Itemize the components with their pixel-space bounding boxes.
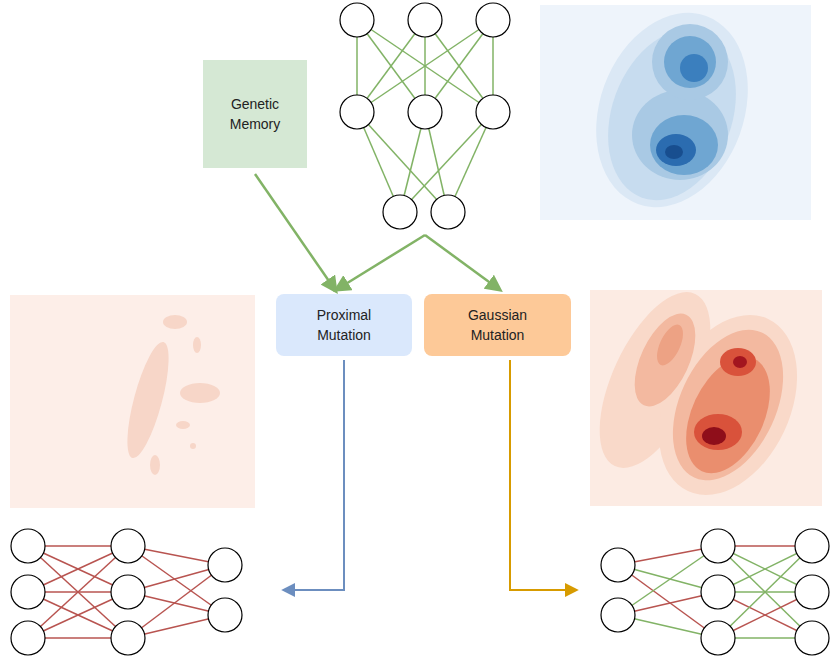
network-neuron <box>340 95 374 129</box>
network-weight <box>618 565 718 638</box>
network-neuron <box>408 95 442 129</box>
network-neuron <box>111 575 145 609</box>
network-neuron <box>476 3 510 37</box>
node-label: Genetic Memory <box>213 94 297 134</box>
network-neuron <box>111 529 145 563</box>
proximal-output-arrow <box>284 360 344 590</box>
network <box>340 3 510 229</box>
network-neuron <box>383 195 417 229</box>
gaussian-output-arrow <box>510 360 576 590</box>
network <box>11 529 242 655</box>
network-neuron <box>795 529 829 563</box>
network-neuron <box>11 575 45 609</box>
network-neuron <box>601 598 635 632</box>
network-neuron <box>431 195 465 229</box>
node-label: Gaussian Mutation <box>448 305 547 345</box>
node-label: Proximal Mutation <box>298 305 390 345</box>
network-neuron <box>208 548 242 582</box>
network-neuron <box>111 621 145 655</box>
faint-density-plot <box>10 295 255 508</box>
network-neuron <box>601 548 635 582</box>
process-box: Gaussian Mutation <box>424 294 571 356</box>
network-neuron <box>701 575 735 609</box>
network-neuron <box>208 598 242 632</box>
blue-density-plot <box>540 0 811 229</box>
network-neuron <box>795 575 829 609</box>
network-to-gaussian-arrow <box>425 235 500 290</box>
network-neuron <box>476 95 510 129</box>
network-neuron <box>11 621 45 655</box>
network-neuron <box>408 3 442 37</box>
neural-networks <box>11 3 829 655</box>
memory-box: Genetic Memory <box>203 60 307 168</box>
network-neuron <box>795 621 829 655</box>
connector-arrow <box>255 174 336 291</box>
red-density-plot <box>577 276 825 517</box>
network <box>601 529 829 655</box>
process-box: Proximal Mutation <box>276 294 412 356</box>
network-neuron <box>701 529 735 563</box>
network-to-proximal-arrow <box>336 235 425 290</box>
network-neuron <box>701 621 735 655</box>
network-neuron <box>340 3 374 37</box>
network-neuron <box>11 529 45 563</box>
